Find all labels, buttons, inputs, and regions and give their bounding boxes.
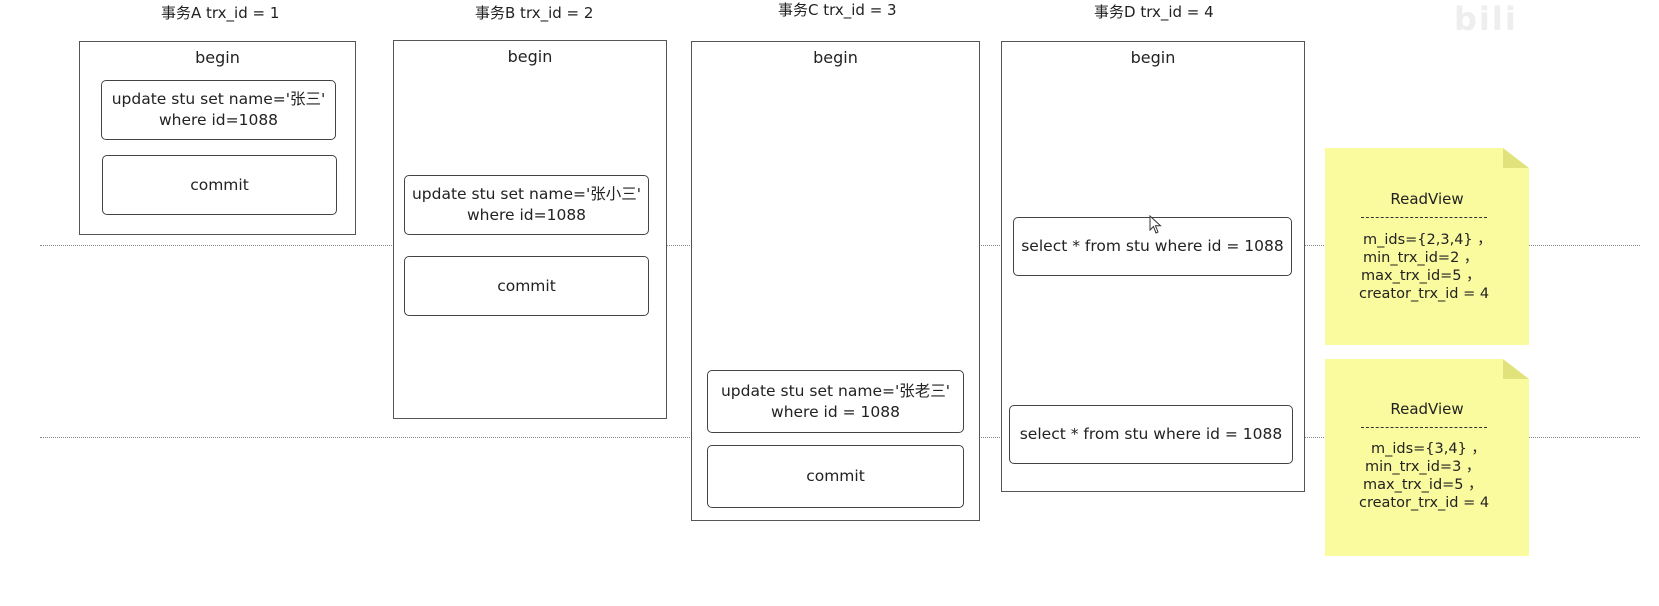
note-fold-corner: [1503, 359, 1529, 379]
txn-d-select-2: select * from stu where id = 1088: [1009, 405, 1293, 464]
header-txn-a: 事务A trx_id = 1: [161, 4, 280, 22]
readview-1-m-ids: m_ids={2,3,4} ，: [1363, 232, 1492, 248]
txn-a-commit: commit: [102, 155, 337, 215]
header-txn-b: 事务B trx_id = 2: [475, 4, 594, 22]
txn-c-begin: begin: [813, 48, 858, 67]
readview-1-creator-trx-id: creator_trx_id = 4: [1359, 286, 1490, 302]
txn-d-select-1: select * from stu where id = 1088: [1013, 217, 1292, 276]
txn-b-begin: begin: [507, 47, 553, 66]
readview-2-m-ids: m_ids={3,4} ，: [1371, 441, 1486, 457]
readview-1-separator: [1361, 217, 1487, 218]
txn-a-update-line2: where id=1088: [158, 111, 279, 129]
txn-b-update: update stu set name='张小三' where id=1088: [404, 175, 649, 235]
txn-c-update-line1: update stu set name='张老三': [720, 381, 951, 400]
header-txn-c: 事务C trx_id = 3: [778, 1, 897, 19]
readview-2-max-trx-id: max_trx_id=5 ，: [1363, 477, 1483, 493]
txn-a-update: update stu set name='张三' where id=1088: [101, 80, 336, 140]
readview-2-creator-trx-id: creator_trx_id = 4: [1359, 495, 1490, 511]
readview-1-max-trx-id: max_trx_id=5 ，: [1361, 268, 1481, 284]
readview-1-fields: m_ids={2,3,4} ， min_trx_id=2 ， max_trx_i…: [1359, 231, 1492, 303]
txn-c-update: update stu set name='张老三' where id = 108…: [707, 370, 964, 433]
txn-c-update-line2: where id = 1088: [771, 402, 900, 421]
txn-d-begin: begin: [1130, 48, 1176, 67]
readview-note-2: ReadView m_ids={3,4} ， min_trx_id=3 ， ma…: [1325, 359, 1529, 556]
readview-1-min-trx-id: min_trx_id=2 ，: [1363, 250, 1479, 266]
mouse-pointer-icon: [1149, 215, 1162, 234]
txn-b-update-line2: where id=1088: [466, 206, 587, 224]
txn-b-commit: commit: [404, 256, 649, 316]
header-txn-d: 事务D trx_id = 4: [1094, 3, 1214, 21]
readview-2-min-trx-id: min_trx_id=3 ，: [1365, 459, 1481, 475]
readview-2-title: ReadView: [1390, 400, 1464, 418]
readview-1-title: ReadView: [1390, 190, 1464, 208]
readview-note-1: ReadView m_ids={2,3,4} ， min_trx_id=2 ， …: [1325, 148, 1529, 345]
readview-2-fields: m_ids={3,4} ， min_trx_id=3 ， max_trx_id=…: [1359, 440, 1490, 512]
note-fold-corner: [1503, 148, 1529, 168]
watermark: bili: [1454, 0, 1518, 38]
txn-b-update-line1: update stu set name='张小三': [411, 185, 642, 203]
txn-a-begin: begin: [195, 48, 240, 67]
txn-c-commit: commit: [707, 445, 964, 508]
readview-2-separator: [1361, 427, 1487, 428]
txn-a-update-line1: update stu set name='张三': [111, 90, 326, 108]
txn-c-container: begin: [691, 41, 980, 521]
